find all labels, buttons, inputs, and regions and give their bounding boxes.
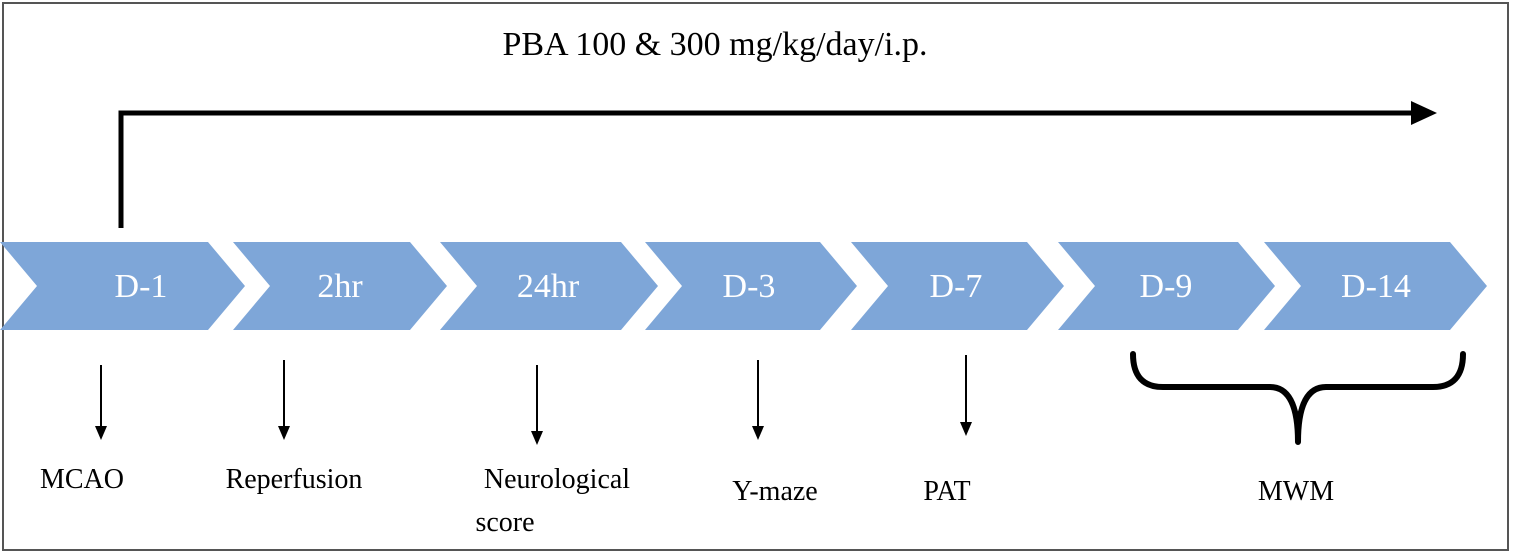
mwm-label: MWM xyxy=(1258,476,1334,507)
timeline-chevrons: D-1 2hr 24hr D-3 D-7 D-9 D-14 xyxy=(0,242,1487,330)
step-label: D-14 xyxy=(1341,268,1411,305)
event-label: Y-maze xyxy=(732,476,818,507)
mwm-bracket xyxy=(1130,351,1466,445)
event-arrowhead xyxy=(531,431,543,445)
event-arrowhead xyxy=(960,422,972,436)
step-label: D-9 xyxy=(1140,268,1193,305)
event-label: score xyxy=(475,507,534,538)
step-label: 24hr xyxy=(517,268,580,305)
event-label: PAT xyxy=(923,476,970,507)
step-label: D-3 xyxy=(723,268,776,305)
timeline-step: D-1 xyxy=(0,242,245,330)
event-label: Neurological xyxy=(484,464,630,495)
timeline-step: D-14 xyxy=(1264,242,1487,330)
treatment-arrow-line xyxy=(118,110,1415,228)
treatment-arrowhead xyxy=(1411,101,1437,125)
timeline-step: D-9 xyxy=(1058,242,1275,330)
step-label: D-7 xyxy=(930,268,983,305)
event-arrowhead xyxy=(278,426,290,440)
treatment-title: PBA 100 & 300 mg/kg/day/i.p. xyxy=(502,26,927,63)
step-label: 2hr xyxy=(317,268,363,305)
timeline-step: 24hr xyxy=(440,242,658,330)
timeline-step: D-7 xyxy=(851,242,1064,330)
event-label: MCAO xyxy=(40,464,124,495)
timeline-step: 2hr xyxy=(233,242,447,330)
event-arrowhead xyxy=(752,426,764,440)
event-labels: MCAO Reperfusion Neurological score Y-ma… xyxy=(40,464,971,538)
step-label: D-1 xyxy=(115,268,168,305)
event-arrowhead xyxy=(95,426,107,440)
timeline-step: D-3 xyxy=(645,242,857,330)
event-arrows xyxy=(95,355,972,445)
event-label: Reperfusion xyxy=(226,464,363,495)
